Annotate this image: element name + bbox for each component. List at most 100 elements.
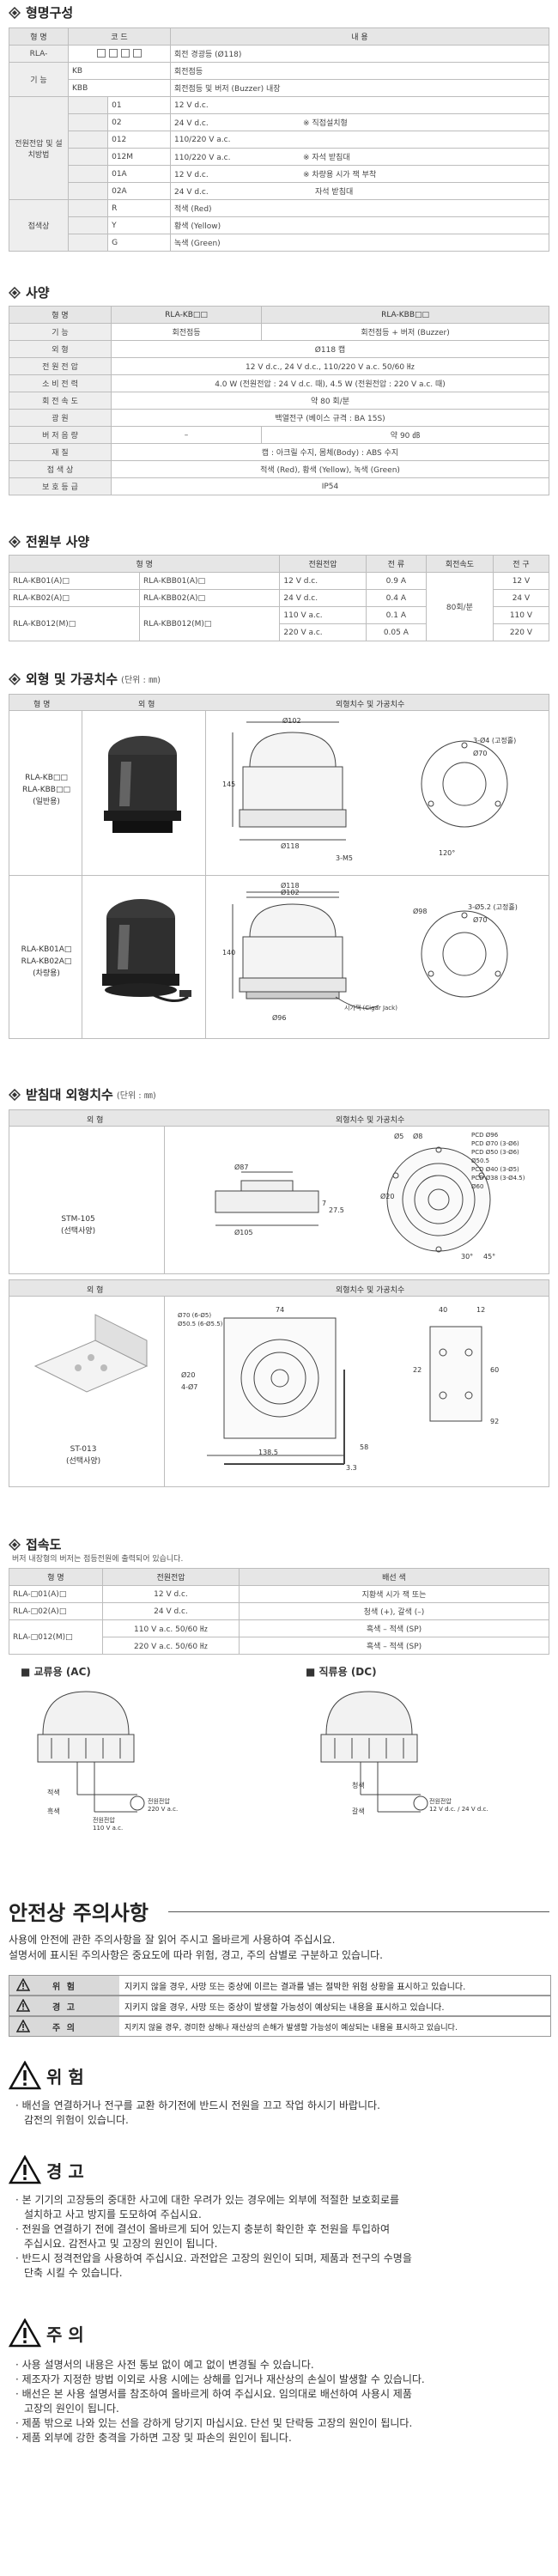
cell-rla: RLA- bbox=[9, 45, 69, 63]
col-model: 형 명 bbox=[33, 701, 51, 709]
dim-label: Ø20 bbox=[181, 1371, 196, 1379]
section-title-text: 외형 및 가공치수 bbox=[26, 671, 118, 687]
col-dim: 외형치수 및 가공치수 bbox=[336, 1286, 405, 1295]
danger-heading: 위 험 bbox=[9, 2061, 84, 2090]
dim-label: Ø20 bbox=[380, 1193, 395, 1200]
diamond-bullet-icon bbox=[9, 6, 21, 19]
dc-title: ■ 직류용 (DC) bbox=[306, 1666, 377, 1678]
col-dim: 외형치수 및 가공치수 bbox=[336, 1116, 405, 1125]
warning-heading: 경 고 bbox=[9, 2155, 84, 2184]
col-shape: 외 형 bbox=[87, 1286, 104, 1295]
dim-label: Ø70 bbox=[473, 750, 488, 757]
col-shape: 외 형 bbox=[87, 1116, 104, 1125]
col-model: 형 명 bbox=[9, 306, 112, 324]
dim-label: 4-Ø7 bbox=[181, 1383, 198, 1391]
unit-note: (단위 : ㎜) bbox=[116, 1091, 156, 1101]
cell-current: 0.1 A bbox=[365, 606, 428, 624]
dim-label: 45° bbox=[483, 1253, 496, 1261]
cell-model: RLA-KBB02(A)□ bbox=[138, 589, 281, 607]
cell-model: RLA-KBB012(M)□ bbox=[138, 606, 281, 641]
caution-heading: 주 의 bbox=[9, 2318, 84, 2348]
dimensions-panel: 형 명 외 형 외형치수 및 가공치수 RLA-KB□□RLA-KBB□□(일반… bbox=[9, 694, 549, 1039]
spec-value: 캡 : 아크릴 수지, 몸체(Body) : ABS 수지 bbox=[111, 443, 549, 461]
drawing-st013 bbox=[207, 1317, 482, 1465]
dim-label: 120° bbox=[439, 849, 456, 857]
level-text: 지키지 않을 경우, 경미한 상해나 재산상의 손해가 발생할 가능성이 예상되… bbox=[124, 2023, 458, 2032]
cell-model: RLA-□012(M)□ bbox=[9, 1619, 103, 1655]
spec-value: 적색 (Red), 황색 (Yellow), 녹색 (Green) bbox=[111, 460, 549, 478]
col-volt: 전원전압 bbox=[102, 1568, 240, 1586]
bracket-model-1: STM-105(선택사양) bbox=[61, 1215, 96, 1236]
dim-label: 27.5 bbox=[329, 1206, 344, 1214]
section-title-spec: 사양 bbox=[9, 283, 50, 301]
spec-key: 보 호 등 급 bbox=[9, 477, 112, 495]
spec-key: 소 비 전 력 bbox=[9, 374, 112, 392]
diamond-bullet-icon bbox=[9, 286, 21, 299]
dim-label: 30° bbox=[461, 1253, 474, 1261]
cell-color-label: 접색상 bbox=[9, 199, 69, 252]
spec-value: 회전점등 bbox=[110, 323, 263, 341]
dim-label-holes: Ø70 (6-Ø5)Ø50.5 (6-Ø5.5) bbox=[178, 1312, 223, 1327]
cell-current: 0.9 A bbox=[365, 572, 428, 590]
dim-label: 3.3 bbox=[346, 1464, 357, 1472]
spec-value: IP54 bbox=[111, 477, 549, 495]
col-wire: 배선 색 bbox=[239, 1568, 549, 1586]
dim-label: 3-Ø4 (고정홀) bbox=[473, 737, 517, 744]
safety-title-rule bbox=[168, 1911, 549, 1912]
spec-key: 전 원 전 압 bbox=[9, 357, 112, 375]
cell-code: 01A bbox=[107, 165, 171, 183]
spec-key: 접 색 상 bbox=[9, 460, 112, 478]
wiring-note: 버저 내장형의 버저는 점등전원에 출력되어 있습니다. bbox=[12, 1555, 184, 1564]
diamond-bullet-icon bbox=[9, 1538, 21, 1551]
cell-color-desc: 녹색 (Green) bbox=[170, 234, 549, 252]
col-bulb: 전 구 bbox=[492, 555, 550, 573]
warning-list: · 본 기기의 고장등의 중대한 사고에 대한 우려가 있는 경우에는 외부에 … bbox=[15, 2194, 412, 2279]
col-speed: 회전속도 bbox=[426, 555, 494, 573]
bracket-model-2: ST-013(선택사양) bbox=[66, 1445, 101, 1466]
wire-label: 청색 bbox=[352, 1782, 365, 1789]
dim-label: Ø87 bbox=[234, 1163, 249, 1171]
cell-bulb: 220 V bbox=[492, 623, 550, 641]
dim-label: 140 bbox=[222, 949, 236, 957]
cell-kb-desc: 회전점등 bbox=[170, 62, 549, 80]
col-code: 코 드 bbox=[68, 27, 171, 46]
col-kbb: RLA-KBB□□ bbox=[261, 306, 549, 324]
ac-title: ■ 교류용 (AC) bbox=[21, 1666, 91, 1678]
warning-triangle-icon bbox=[16, 1978, 30, 1991]
cell-desc-row: 12 V d.c.※ 차량용 시가 잭 부착 bbox=[170, 165, 549, 183]
cell-wire: 흑색 – 적색 (SP) bbox=[239, 1637, 549, 1655]
diamond-bullet-icon bbox=[9, 535, 21, 548]
cell-wire: 흑색 – 적색 (SP) bbox=[239, 1619, 549, 1637]
dc-wiring-diagram bbox=[320, 1691, 428, 1813]
cell-volt: 220 V a.c. 50/60 ㎐ bbox=[102, 1637, 240, 1655]
bracket-panel-1: 외 형 외형치수 및 가공치수 STM-105(선택사양) Ø87 Ø105 7… bbox=[9, 1109, 549, 1274]
cell-speed: 80회/분 bbox=[426, 572, 494, 641]
diamond-bullet-icon bbox=[9, 1088, 21, 1101]
cell-model: RLA-□02(A)□ bbox=[9, 1602, 103, 1620]
dim-label: Ø70 bbox=[473, 916, 488, 924]
section-title-text: 전원부 사양 bbox=[26, 534, 90, 550]
col-kb: RLA-KB□□ bbox=[110, 306, 263, 324]
cell-desc-row: 24 V d.c.자석 받침대 bbox=[170, 182, 549, 200]
dim-label: 60 bbox=[490, 1366, 500, 1374]
col-shape: 외 형 bbox=[138, 701, 155, 709]
diamond-bullet-icon bbox=[9, 672, 21, 685]
spec-value: 12 V d.c., 24 V d.c., 110/220 V a.c. 50/… bbox=[111, 357, 549, 375]
section-title-text: 받침대 외형치수 bbox=[26, 1087, 113, 1103]
safety-intro: 사용에 안전에 관한 주의사항을 잘 읽어 주시고 올바르게 사용하여 주십시요… bbox=[9, 1934, 383, 1961]
warning-triangle-icon bbox=[9, 2318, 41, 2348]
warning-triangle-icon bbox=[9, 2155, 41, 2184]
cell-color-code: G bbox=[107, 234, 171, 252]
dim-label: 3-M5 bbox=[336, 854, 353, 862]
drawing-stm105 bbox=[215, 1146, 491, 1253]
dim-label: 92 bbox=[490, 1418, 500, 1425]
spec-value: 약 90 ㏈ bbox=[261, 426, 549, 444]
safety-title: 안전상 주의사항 bbox=[9, 1901, 149, 1925]
cell-code: 01 bbox=[107, 96, 171, 114]
dim-label: Ø118 bbox=[281, 842, 300, 850]
dim-label: 74 bbox=[276, 1306, 285, 1314]
dim-label: 시가잭 (Cigar Jack) bbox=[344, 1005, 397, 1012]
dim-label: Ø96 bbox=[272, 1014, 287, 1022]
